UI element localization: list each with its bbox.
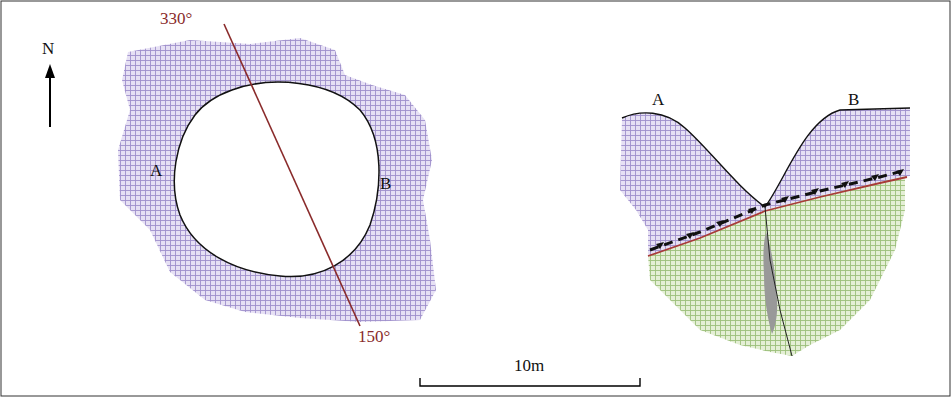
- contact-tick: [716, 220, 724, 227]
- point-label: B: [848, 91, 859, 108]
- contact-tick: [686, 232, 694, 239]
- crater-rim: [174, 82, 379, 276]
- outcrop-region: [118, 38, 436, 322]
- breccia-layer: [650, 170, 906, 250]
- point-label: B: [380, 175, 391, 192]
- dyke: [763, 232, 777, 334]
- section-line: [224, 24, 360, 326]
- contact-tick: [748, 207, 756, 214]
- contact-tick: [871, 174, 879, 181]
- azimuth-label: 330°: [160, 10, 192, 27]
- contact-tick: [841, 181, 849, 188]
- scale-bar: [420, 378, 640, 386]
- north-label: N: [42, 40, 54, 57]
- azimuth-label: 150°: [358, 328, 390, 345]
- contact-tick: [811, 188, 819, 195]
- contact-tick: [781, 196, 789, 203]
- topographic-profile: [622, 108, 910, 207]
- scale-label: 10m: [514, 357, 544, 374]
- contact-tick: [656, 242, 664, 249]
- point-label: A: [150, 162, 162, 179]
- point-label: A: [652, 91, 664, 108]
- contact-line: [648, 177, 907, 256]
- fault-trace: [765, 207, 792, 356]
- contact-tick: [896, 169, 904, 176]
- north-arrow: [49, 72, 51, 127]
- contact-ticks: [656, 169, 904, 249]
- north-arrowhead: [45, 64, 55, 78]
